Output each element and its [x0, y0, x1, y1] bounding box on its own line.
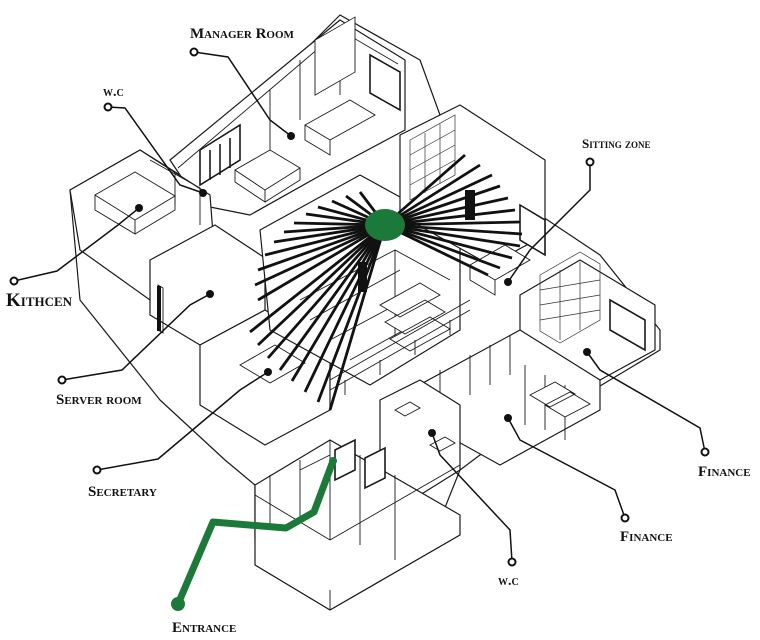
- hub-ray: [264, 223, 386, 257]
- hub-ray: [290, 224, 387, 382]
- kitchen-counter: [94, 171, 176, 235]
- building: [69, 14, 661, 611]
- label-entrance: Entrance: [172, 620, 236, 636]
- sitting-zone-bookcase: [409, 114, 456, 201]
- label-manager-room: Manager Room: [190, 26, 295, 42]
- finance-right-shelves: [539, 251, 601, 344]
- manager-bookcase: [314, 16, 356, 96]
- hub-ray: [278, 224, 387, 371]
- finance-bottom-glass: [439, 335, 566, 440]
- hub-ray: [257, 223, 386, 272]
- hub-ray: [384, 223, 501, 270]
- hub-ray: [257, 223, 386, 302]
- hub-ray: [303, 224, 387, 393]
- label-secretary: Secretary: [88, 484, 157, 500]
- label-wc-top: w.c: [103, 85, 124, 100]
- hub-ray: [384, 220, 521, 227]
- hub-ray: [384, 223, 489, 277]
- label-finance-right: Finance: [698, 464, 751, 480]
- hub-ray: [384, 223, 523, 236]
- stair-rail: [299, 249, 451, 361]
- hub-ray: [328, 224, 387, 411]
- hub-ray: [384, 163, 481, 227]
- label-finance-bottom: Finance: [620, 529, 673, 545]
- label-kitchen: Kithcen: [6, 290, 73, 311]
- label-wc-bottom: w.c: [498, 574, 519, 589]
- server-door-dark: [157, 286, 161, 331]
- hub-ray: [384, 184, 501, 227]
- hub-ray: [257, 223, 386, 347]
- hub-ray: [384, 223, 513, 260]
- manager-right-windows: [369, 53, 401, 112]
- finance-right-window: [609, 298, 646, 352]
- entrance-path: [174, 457, 337, 608]
- callout-leaders: [9, 47, 710, 567]
- hub-radiating-lines: [249, 153, 523, 411]
- central-hub: [365, 209, 405, 241]
- entrance-front-wall: [254, 534, 461, 611]
- label-sitting-zone: Sitting zone: [582, 136, 651, 151]
- hub-ray: [384, 223, 521, 248]
- hub-ray: [249, 223, 386, 334]
- hub-ray: [384, 173, 493, 227]
- hub-ray: [384, 196, 509, 227]
- manager-windows: [199, 123, 241, 187]
- hub-pillar-upper: [465, 190, 475, 220]
- hub-ray: [384, 208, 516, 227]
- label-server-room: Server room: [56, 392, 142, 408]
- manager-desk: [234, 149, 301, 203]
- sitting-zone-windows: [519, 203, 546, 257]
- entrance-doors: [334, 438, 386, 490]
- wc-bottom-fixtures: [394, 401, 456, 452]
- entrance-inner-walls: [254, 440, 461, 560]
- hub-ray: [316, 224, 387, 403]
- entrance-path-start-dot: [171, 597, 185, 611]
- hub-ray: [266, 224, 387, 359]
- finance-desks: [529, 381, 591, 418]
- entrance-path-end-dot: [329, 457, 337, 465]
- hub-ray: [254, 223, 386, 287]
- hub-pillar-lower: [358, 262, 367, 292]
- atrium-glass-rail: [329, 299, 471, 395]
- manager-sofa: [304, 99, 376, 156]
